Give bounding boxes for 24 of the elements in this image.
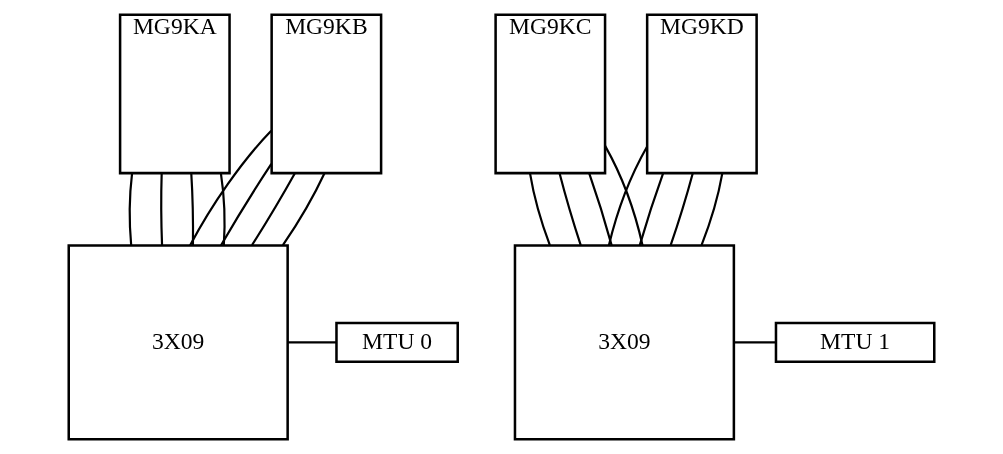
node-box: MG9KD: [645, 13, 758, 175]
connector: [189, 130, 272, 246]
connector: [528, 173, 551, 246]
node-box: MG9KB: [270, 13, 383, 175]
connector: [160, 173, 164, 246]
connector: [282, 172, 326, 246]
connector: [700, 172, 724, 246]
node-box: 3X09: [67, 244, 289, 441]
node-box: MG9KC: [494, 13, 607, 175]
connector: [288, 341, 337, 344]
connector: [251, 172, 296, 246]
connector: [220, 163, 273, 246]
node-box: 3X09: [513, 244, 736, 441]
connector: [588, 172, 613, 246]
connector: [190, 173, 195, 246]
node-box: MG9KA: [118, 13, 231, 175]
connector: [638, 172, 665, 246]
node-box: MTU 1: [774, 321, 936, 363]
connector: [128, 173, 134, 246]
connector: [558, 172, 582, 246]
connector: [733, 341, 776, 344]
node-box: MTU 0: [335, 321, 459, 363]
connector: [669, 172, 694, 246]
connector: [219, 173, 226, 246]
